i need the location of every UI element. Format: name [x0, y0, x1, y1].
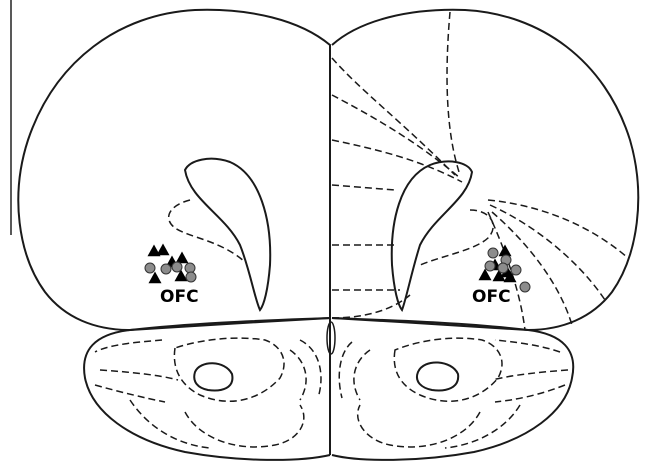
circle-marker	[185, 263, 195, 273]
triangle-marker	[157, 244, 170, 256]
triangle-marker	[176, 252, 189, 264]
right-dashed-boundaries	[330, 10, 628, 448]
circle-marker	[186, 272, 196, 282]
recording-site-markers	[145, 244, 530, 293]
circle-marker	[511, 265, 521, 275]
right-olfactory-small-oval	[417, 362, 458, 390]
circle-marker	[161, 264, 171, 274]
circle-marker	[485, 261, 495, 271]
left-hemisphere	[18, 10, 330, 460]
circle-marker	[145, 263, 155, 273]
triangle-marker	[499, 245, 512, 257]
right-ventral-lobe	[332, 318, 573, 460]
circle-marker	[498, 263, 508, 273]
ofc-label-right: OFC	[472, 287, 511, 307]
right-hemisphere	[332, 10, 638, 460]
left-hemisphere-outline	[18, 10, 330, 330]
right-ventricle	[392, 161, 472, 310]
left-olfactory-small-oval	[194, 363, 232, 390]
circle-marker	[488, 248, 498, 258]
ofc-label-left: OFC	[160, 287, 199, 307]
circle-marker	[520, 282, 530, 292]
right-hemisphere-outline	[332, 10, 638, 330]
circle-marker	[172, 262, 182, 272]
